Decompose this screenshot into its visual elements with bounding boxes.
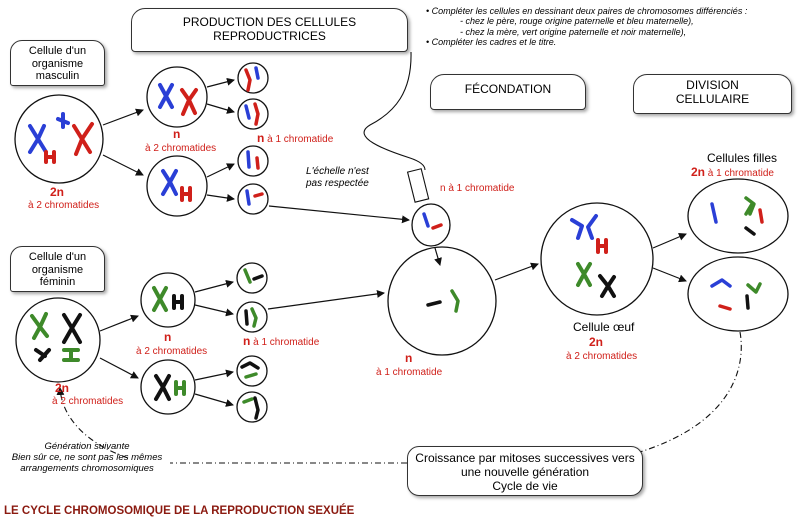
egg-cell-2n: 2n bbox=[589, 335, 604, 349]
header-line-1: PRODUCTION DES CELLULES bbox=[182, 15, 357, 29]
male-meiosis-cell-1 bbox=[146, 66, 208, 128]
division-line-1: DIVISION bbox=[686, 78, 739, 92]
sperm-cell-1 bbox=[237, 62, 269, 94]
ovule-n: n bbox=[243, 334, 251, 348]
sperm-ploidy: n à 1 chromatide bbox=[257, 131, 334, 146]
arrow bbox=[194, 304, 234, 317]
arrow bbox=[194, 369, 234, 381]
daughter-chromatid: à 1 chromatide bbox=[707, 168, 774, 179]
daughter-cell-2 bbox=[687, 256, 789, 332]
daughter-cell-1 bbox=[687, 178, 789, 254]
egg-cell-chromatids: à 2 chromatides bbox=[566, 351, 638, 362]
sperm-midpiece bbox=[406, 168, 430, 203]
division-box: DIVISION CELLULAIRE bbox=[633, 74, 792, 114]
male-label-line-2: organisme bbox=[31, 57, 84, 70]
arrow bbox=[652, 267, 687, 283]
ovule-cell-4 bbox=[236, 391, 268, 423]
next-generation-line-2: Bien sûr ce, ne sont pas les mêmes bbox=[11, 451, 163, 463]
sperm-head-ploidy: n à 1 chromatide bbox=[440, 183, 515, 194]
daughter-ploidy: 2n à 1 chromatide bbox=[691, 165, 774, 180]
male-parent-2n: 2n bbox=[50, 185, 65, 199]
male-label-line-3: masculin bbox=[35, 70, 80, 83]
female-label-box: Cellule d'un organisme féminin bbox=[10, 246, 105, 292]
female-label-line-2: organisme bbox=[31, 263, 84, 276]
arrow bbox=[652, 233, 687, 249]
female-parent-2n: 2n bbox=[55, 381, 70, 395]
ovule-cell-1 bbox=[236, 262, 268, 294]
instruction-3: - chez la mère, vert origine paternelle … bbox=[460, 26, 687, 37]
male-label-line-1: Cellule d'un bbox=[28, 45, 87, 57]
arrow bbox=[434, 247, 442, 266]
cycle-line-right bbox=[597, 331, 742, 464]
next-generation-note: Génération suivante Bien sûr ce, ne sont… bbox=[2, 441, 172, 475]
female-meiosis-cell-2 bbox=[140, 359, 196, 415]
growth-line-1: Croissance par mitoses successives vers bbox=[415, 451, 635, 465]
fecondation-label: FÉCONDATION bbox=[464, 82, 552, 96]
male-parent-cell bbox=[14, 94, 104, 184]
arrow bbox=[194, 279, 234, 293]
division-line-2: CELLULAIRE bbox=[675, 91, 750, 106]
arrow bbox=[99, 314, 139, 332]
header-box: PRODUCTION DES CELLULES REPRODUCTRICES bbox=[131, 8, 408, 52]
fertilized-chromatid: à 1 chromatide bbox=[376, 367, 443, 378]
sperm-tail bbox=[363, 51, 426, 171]
sperm-cell-2 bbox=[237, 98, 269, 130]
ovule-ploidy: n à 1 chromatide bbox=[243, 334, 320, 349]
arrow bbox=[206, 77, 235, 88]
cycle-line-left bbox=[56, 387, 129, 459]
daughter-2n: 2n bbox=[691, 165, 706, 179]
scale-note-line-2: pas respectée bbox=[306, 177, 369, 189]
growth-line-2: une nouvelle génération bbox=[460, 464, 590, 479]
arrow bbox=[267, 289, 385, 310]
growth-box: Croissance par mitoses successives vers … bbox=[407, 446, 643, 496]
arrow bbox=[102, 154, 144, 176]
header-line-2: REPRODUCTRICES bbox=[213, 28, 326, 43]
sperm-cell-4 bbox=[237, 183, 269, 215]
next-generation-line-1: Génération suivante bbox=[44, 441, 130, 452]
instructions: • Compléter les cellules en dessinant de… bbox=[426, 6, 806, 47]
instruction-2: - chez le père, rouge origine paternelle… bbox=[460, 16, 694, 27]
arrow bbox=[206, 103, 235, 114]
female-label-line-1: Cellule d'un bbox=[28, 251, 87, 263]
sperm-n: n bbox=[257, 131, 265, 145]
female-meiosis-n: n bbox=[164, 330, 172, 344]
fertilized-n: n bbox=[405, 351, 413, 365]
daughter-cells-label: Cellules filles bbox=[707, 151, 778, 165]
arrow bbox=[206, 163, 235, 178]
ovule-cell-3 bbox=[236, 355, 268, 387]
page-title: LE CYCLE CHROMOSOMIQUE DE LA REPRODUCTIO… bbox=[4, 505, 355, 517]
sperm-head bbox=[411, 203, 451, 247]
female-parent-cell bbox=[15, 297, 101, 383]
male-meiosis-cell-2 bbox=[146, 155, 208, 217]
egg-cell bbox=[540, 202, 654, 316]
egg-cell-label: Cellule œuf bbox=[573, 320, 635, 334]
arrow bbox=[494, 262, 539, 281]
fecondation-box: FÉCONDATION bbox=[430, 74, 586, 110]
male-label-box: Cellule d'un organisme masculin bbox=[10, 40, 105, 86]
female-meiosis-cell-1 bbox=[140, 272, 196, 328]
instruction-4: Compléter les cadres et le titre. bbox=[431, 37, 557, 48]
ovule-chromatid: à 1 chromatide bbox=[253, 337, 320, 348]
male-parent-chromatids: à 2 chromatides bbox=[28, 200, 100, 211]
sperm-chromatid: à 1 chromatide bbox=[267, 134, 334, 145]
scale-note-line-1: L'échelle n'est bbox=[306, 166, 369, 177]
arrow bbox=[268, 205, 410, 224]
instruction-1: Compléter les cellules en dessinant deux… bbox=[431, 6, 748, 16]
female-label-line-3: féminin bbox=[39, 276, 76, 289]
growth-line-3: Cycle de vie bbox=[492, 478, 558, 493]
sperm-cell-3 bbox=[237, 145, 269, 177]
male-meiosis-n: n bbox=[173, 127, 181, 141]
arrow bbox=[194, 393, 234, 407]
scale-note: L'échelle n'est pas respectée bbox=[306, 166, 369, 189]
arrow bbox=[206, 194, 235, 202]
fertilized-ovule bbox=[387, 246, 497, 356]
female-parent-chromatids: à 2 chromatides bbox=[52, 396, 124, 407]
arrow bbox=[99, 357, 139, 379]
female-meiosis-chromatids: à 2 chromatides bbox=[136, 346, 208, 357]
male-meiosis-chromatids: à 2 chromatides bbox=[145, 143, 217, 154]
next-generation-line-3: arrangements chromosomiques bbox=[20, 462, 154, 474]
arrow bbox=[102, 108, 144, 126]
ovule-cell-2 bbox=[236, 301, 268, 333]
